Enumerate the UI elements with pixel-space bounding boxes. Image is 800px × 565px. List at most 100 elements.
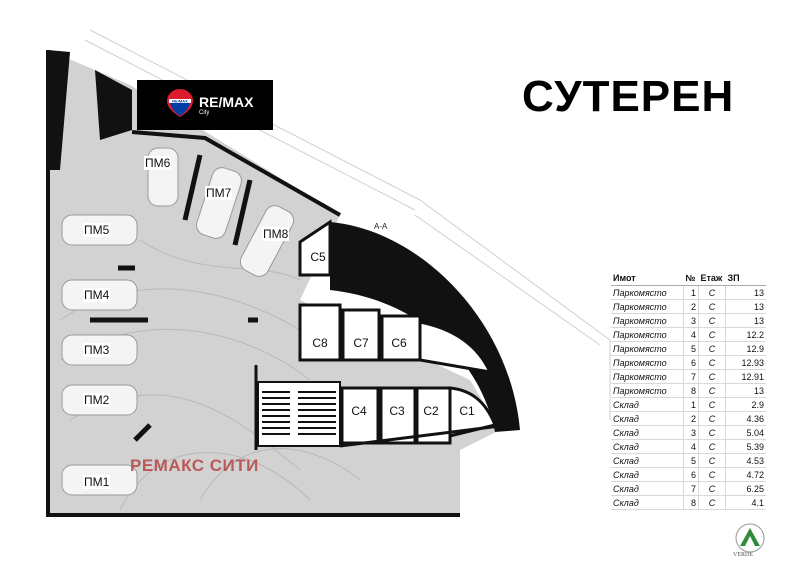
table-cell-area: 5.39: [725, 439, 766, 454]
table-cell-name: Паркомясто: [611, 285, 684, 300]
table-cell-floor: С: [698, 327, 726, 342]
table-cell-name: Паркомясто: [611, 341, 684, 356]
table-cell-num: 3: [683, 425, 699, 440]
table-cell-num: 1: [683, 397, 699, 412]
parking-label-6: ПМ6: [144, 156, 172, 170]
table-cell-area: 13: [725, 285, 766, 300]
parking-dividers: [90, 154, 258, 442]
outer-wall: [46, 50, 460, 517]
black-corner: [95, 70, 132, 140]
table-cell-area: 6.25: [725, 481, 766, 496]
table-cell-name: Паркомясто: [611, 313, 684, 328]
page-title: СУТЕРЕН: [522, 72, 735, 121]
table-cell-num: 5: [683, 341, 699, 356]
table-header: №: [683, 270, 699, 286]
table-cell-area: 2.9: [725, 397, 766, 412]
table-cell-floor: С: [698, 285, 726, 300]
table-cell-num: 6: [683, 467, 699, 482]
table-cell-name: Склад: [611, 425, 684, 440]
verde-logo: [735, 523, 765, 553]
table-cell-floor: С: [698, 411, 726, 426]
table-cell-num: 2: [683, 299, 699, 314]
table-cell-floor: С: [698, 355, 726, 370]
storage-label-c6: C6: [389, 336, 409, 350]
balloon-icon: RE/MAX: [167, 89, 193, 117]
parking-label-3: ПМ3: [83, 343, 111, 357]
table-header-row: Имот № Етаж ЗП: [611, 270, 766, 286]
table-cell-area: 4.1: [725, 495, 766, 510]
table-cell-name: Склад: [611, 453, 684, 468]
table-cell-area: 12.93: [725, 355, 766, 370]
storage-label-c3: C3: [387, 404, 407, 418]
parking-label-4: ПМ4: [83, 288, 111, 302]
table-cell-area: 5.04: [725, 425, 766, 440]
table-cell-floor: С: [698, 425, 726, 440]
table-cell-num: 5: [683, 453, 699, 468]
table-cell-area: 13: [725, 313, 766, 328]
table-cell-area: 13: [725, 383, 766, 398]
table-cell-num: 8: [683, 383, 699, 398]
storage-label-c2: C2: [421, 404, 441, 418]
table-cell-name: Паркомясто: [611, 327, 684, 342]
table-cell-area: 4.72: [725, 467, 766, 482]
parking-label-8: ПМ8: [262, 227, 290, 241]
table-cell-num: 1: [683, 285, 699, 300]
table-cell-floor: С: [698, 341, 726, 356]
ramp: [330, 222, 520, 432]
table-cell-area: 4.53: [725, 453, 766, 468]
table-cell-name: Склад: [611, 397, 684, 412]
table-cell-floor: С: [698, 453, 726, 468]
table-cell-floor: С: [698, 495, 726, 510]
table-cell-area: 12.91: [725, 369, 766, 384]
logo-brand: RE/MAX: [199, 94, 254, 110]
table-cell-num: 4: [683, 439, 699, 454]
table-cell-floor: С: [698, 467, 726, 482]
table-cell-name: Склад: [611, 467, 684, 482]
storage-label-c1: C1: [457, 404, 477, 418]
storage-label-c8: C8: [310, 336, 330, 350]
table-header: Етаж: [698, 270, 726, 286]
table-header: Имот: [611, 270, 684, 286]
storage-rooms-middle: [298, 303, 493, 374]
table-cell-name: Склад: [611, 495, 684, 510]
parking-label-2: ПМ2: [83, 393, 111, 407]
balloon-label: RE/MAX: [172, 98, 188, 103]
table-cell-name: Паркомясто: [611, 299, 684, 314]
table-cell-num: 7: [683, 369, 699, 384]
logo-sub: City: [199, 110, 210, 116]
table-cell-name: Паркомясто: [611, 355, 684, 370]
table-cell-floor: С: [698, 439, 726, 454]
table-cell-num: 2: [683, 411, 699, 426]
watermark: РЕМАКС СИТИ: [130, 456, 259, 475]
table-cell-area: 4.36: [725, 411, 766, 426]
storage-label-c7: C7: [351, 336, 371, 350]
table-cell-num: 4: [683, 327, 699, 342]
table-cell-floor: С: [698, 397, 726, 412]
table-cell-area: 12.2: [725, 327, 766, 342]
remax-logo: RE/MAX RE/MAX City: [137, 80, 273, 130]
table-cell-floor: С: [698, 313, 726, 328]
table-cell-floor: С: [698, 369, 726, 384]
parking-label-7: ПМ7: [205, 186, 233, 200]
table-cell-floor: С: [698, 299, 726, 314]
table-cell-name: Склад: [611, 481, 684, 496]
table-cell-num: 8: [683, 495, 699, 510]
storage-label-c4: C4: [349, 404, 369, 418]
diagonal-wall: [131, 130, 341, 217]
bottom-wall-right: [339, 424, 501, 448]
table-header: ЗП: [725, 270, 766, 286]
parking-label-1: ПМ1: [83, 475, 111, 489]
